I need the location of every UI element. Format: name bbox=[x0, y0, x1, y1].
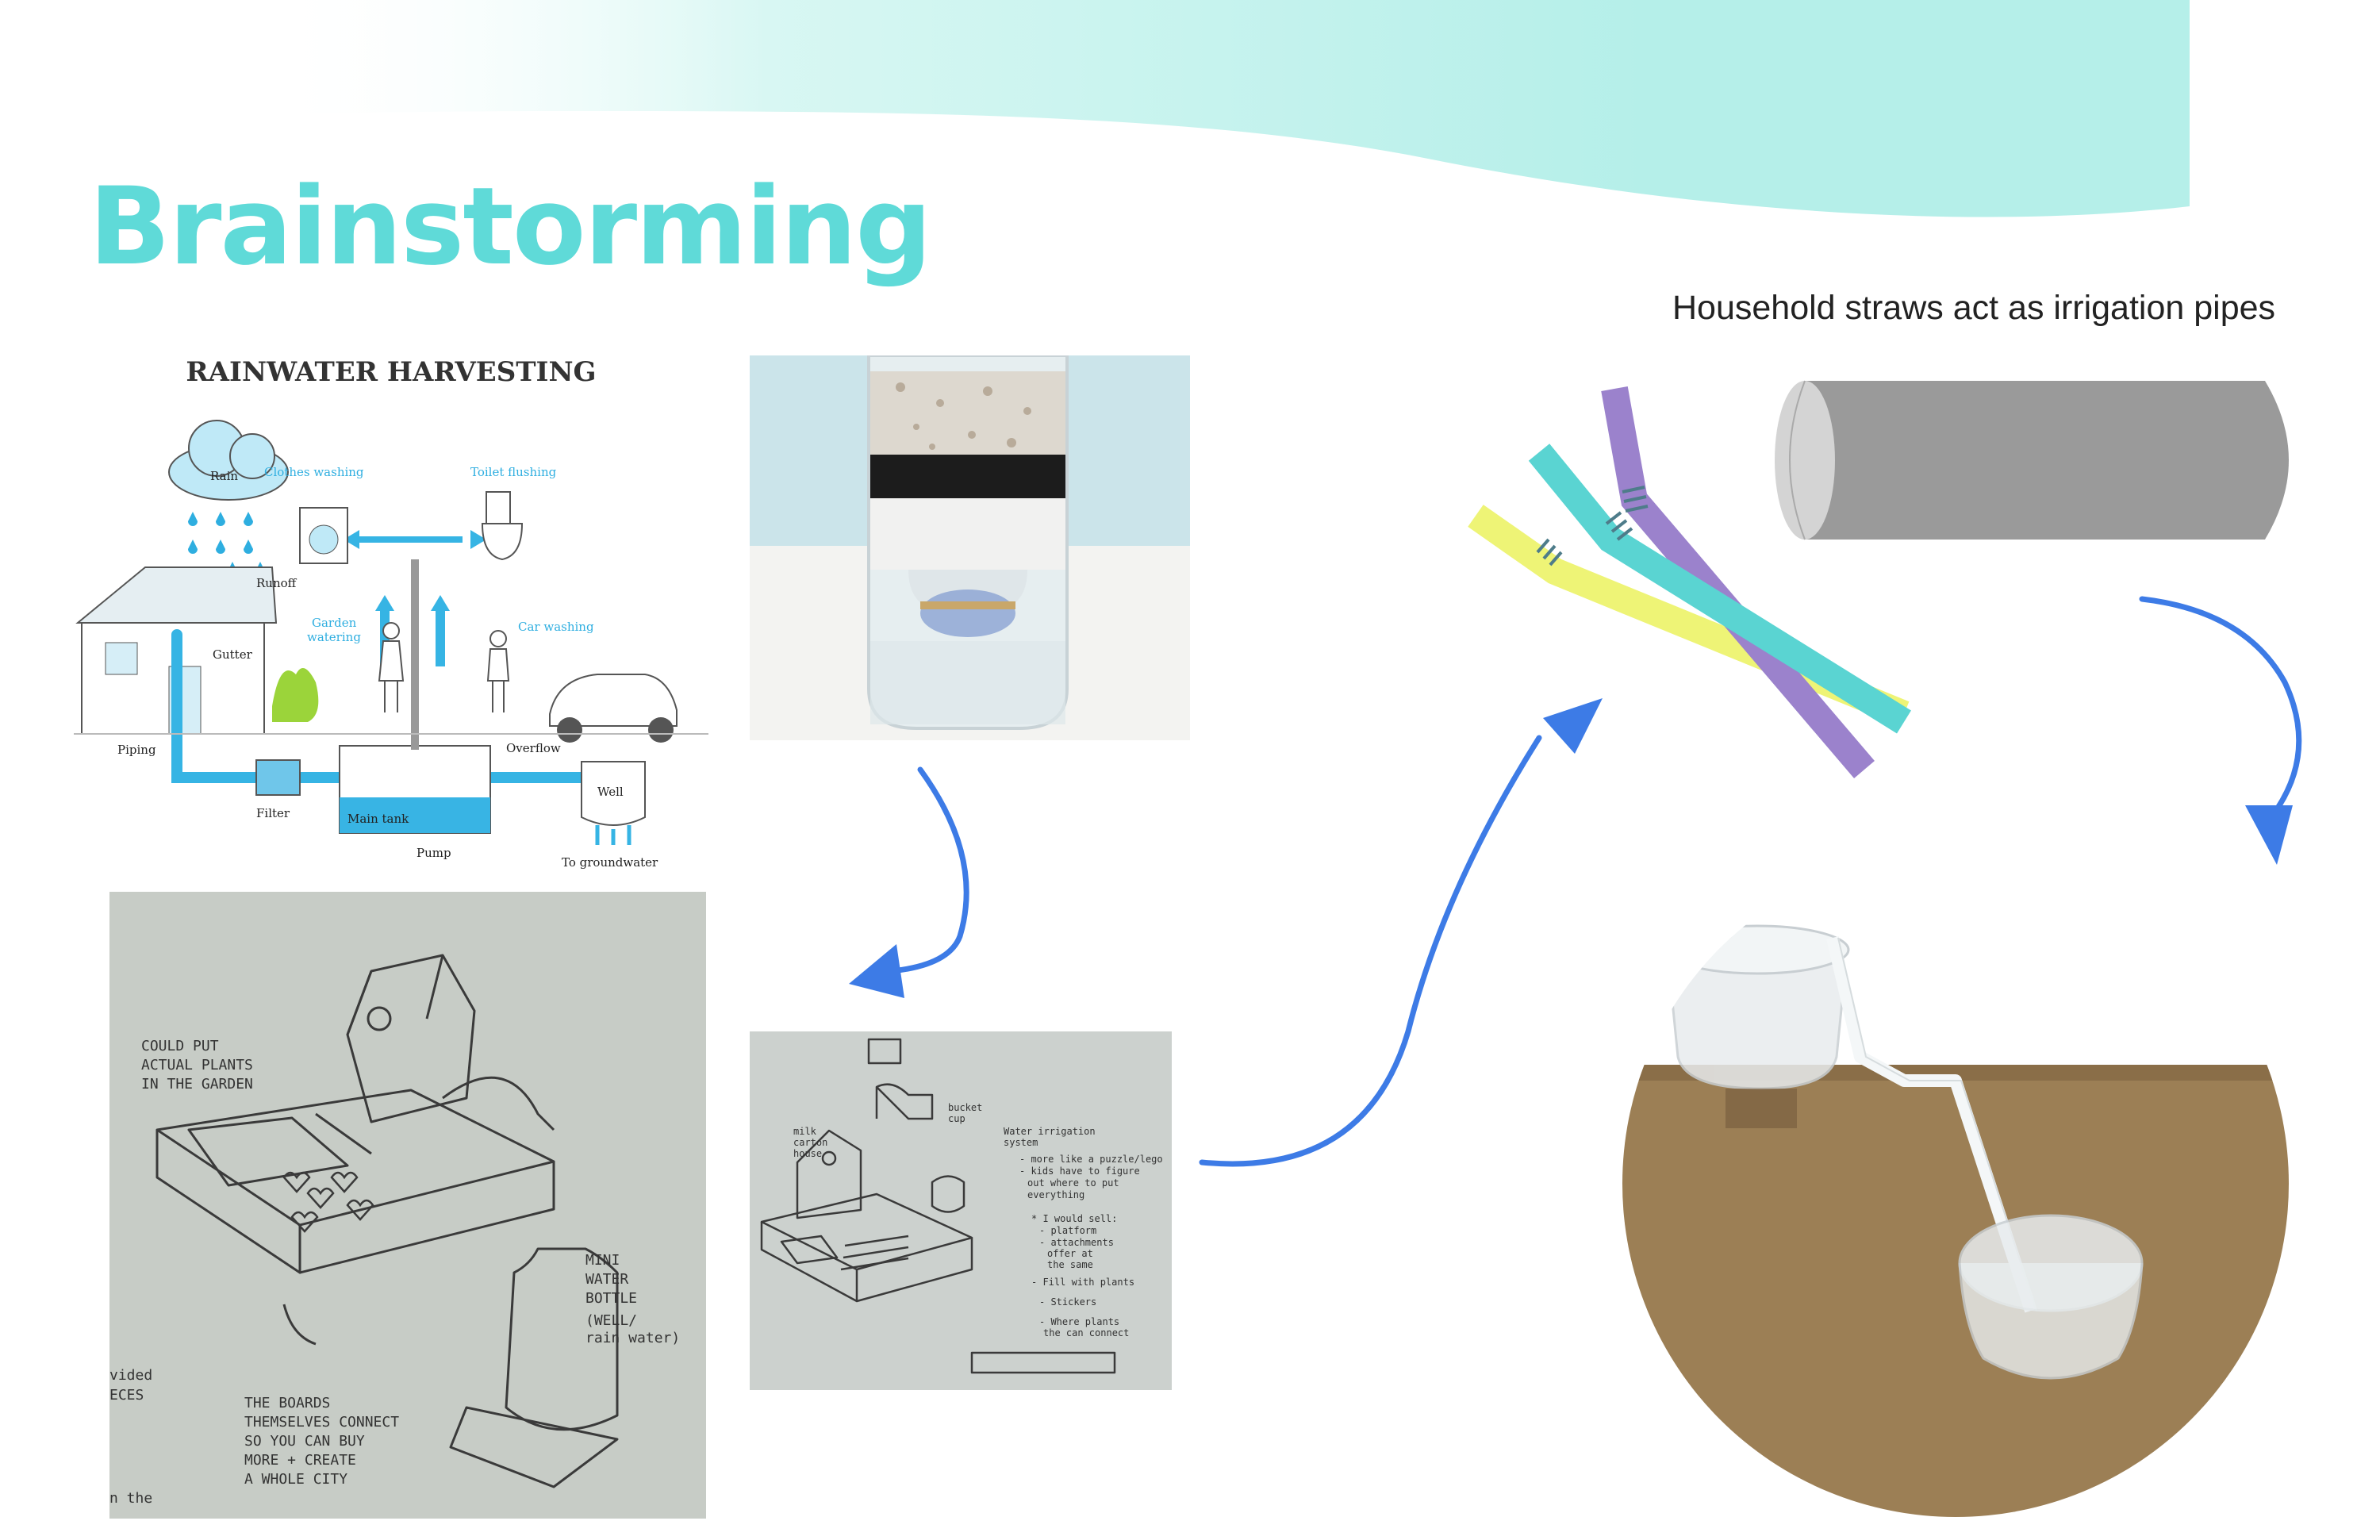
sketch1-right-3: BOTTLE bbox=[585, 1290, 637, 1307]
label-clothes: Clothes washing bbox=[264, 465, 364, 479]
sketch2-bullet-11: - Stickers bbox=[1039, 1296, 1096, 1308]
sketch2-bullet-1: - more like a puzzle/lego bbox=[1019, 1154, 1163, 1165]
cylinder-icon bbox=[1775, 380, 2289, 540]
sketch1-bottom-5: A WHOLE CITY bbox=[244, 1471, 347, 1488]
flow-arrow-icon bbox=[1199, 735, 1542, 1167]
sketch1-note-3: IN THE GARDEN bbox=[141, 1076, 253, 1093]
sketch1-right-1: MINI bbox=[585, 1252, 620, 1269]
label-runoff: Runoff bbox=[256, 576, 298, 590]
sketch2-bullet-4: everything bbox=[1027, 1189, 1084, 1200]
sketch1-left-1: vided bbox=[109, 1367, 152, 1384]
label-garden: Garden bbox=[312, 616, 357, 630]
sketch1-bottom-1: THE BOARDS bbox=[244, 1395, 330, 1411]
straws-caption: Household straws act as irrigation pipes bbox=[1672, 289, 2276, 327]
sketch2-note-a1: milk bbox=[793, 1126, 817, 1137]
label-overflow: Overflow bbox=[506, 741, 561, 755]
label-rain: Rain bbox=[210, 469, 238, 483]
sketch2-note-a3: house bbox=[793, 1148, 822, 1159]
sketch1-right-5: rain water) bbox=[585, 1330, 680, 1346]
label-car: Car washing bbox=[518, 620, 594, 634]
sketch2-bullet-13: the can connect bbox=[1043, 1327, 1129, 1338]
flow-arrow-icon bbox=[2139, 596, 2302, 812]
sketch2-bullet-3: out where to put bbox=[1027, 1177, 1119, 1189]
header-wave bbox=[0, 0, 2190, 217]
sketch1-right-4: (WELL/ bbox=[585, 1312, 637, 1329]
sketch2-note-b1: bucket bbox=[948, 1102, 982, 1113]
cloud-icon bbox=[168, 420, 289, 501]
sketch2-bullet-6: - platform bbox=[1039, 1225, 1096, 1236]
sketch1-bottom-4: MORE + CREATE bbox=[244, 1452, 356, 1469]
sketch1-left-3: n the bbox=[109, 1490, 152, 1507]
straws-icon bbox=[1468, 386, 1911, 779]
sketch2-note-a2: carton bbox=[793, 1137, 827, 1148]
sketch2-bullet-5: * I would sell: bbox=[1031, 1213, 1117, 1224]
label-well: Well bbox=[597, 785, 624, 799]
rainwater-heading: RAINWATER HARVESTING bbox=[186, 356, 596, 388]
label-main-tank: Main tank bbox=[347, 812, 409, 826]
sketch1-left-2: ECES bbox=[109, 1387, 144, 1404]
sketch2-bullet-9: the same bbox=[1047, 1259, 1093, 1270]
label-watering: watering bbox=[307, 630, 361, 644]
page-title: Brainstorming bbox=[89, 164, 932, 289]
rainwater-harvesting-diagram: RAINWATER HARVESTING Rain Runoff Gutter … bbox=[74, 349, 708, 873]
sketch1-bottom-3: SO YOU CAN BUY bbox=[244, 1433, 365, 1450]
label-filter: Filter bbox=[256, 806, 290, 820]
prototype-photo bbox=[1622, 851, 2289, 1517]
sketch2-bullet-8: offer at bbox=[1047, 1248, 1093, 1259]
sketch1-right-2: WATER bbox=[585, 1271, 628, 1288]
flow-arrow-icon bbox=[2245, 805, 2293, 865]
label-gutter: Gutter bbox=[213, 647, 253, 662]
sketch-irrigation-system: milk carton house bucket cup Water irrig… bbox=[750, 1031, 1172, 1390]
sketch2-bullet-2: - kids have to figure bbox=[1019, 1166, 1140, 1177]
sketch2-bullet-12: - Where plants bbox=[1039, 1316, 1119, 1327]
sketch2-note-b2: cup bbox=[948, 1113, 965, 1124]
sketch1-bottom-2: THEMSELVES CONNECT bbox=[244, 1414, 399, 1431]
label-groundwater: To groundwater bbox=[562, 855, 658, 870]
label-toilet: Toilet flushing bbox=[470, 465, 557, 479]
sketch1-note-1: COULD PUT bbox=[141, 1038, 219, 1054]
label-pump: Pump bbox=[416, 846, 451, 860]
sketch2-note-c1: Water irrigation bbox=[1004, 1126, 1096, 1137]
filter-bottle-photo bbox=[750, 355, 1190, 740]
sketch2-bullet-10: - Fill with plants bbox=[1031, 1277, 1134, 1288]
sketch2-bullet-7: - attachments bbox=[1039, 1237, 1114, 1248]
flow-arrow-icon bbox=[877, 766, 969, 975]
flow-arrow-icon bbox=[849, 944, 904, 998]
label-piping: Piping bbox=[117, 743, 156, 757]
sketch2-note-c2: system bbox=[1004, 1137, 1038, 1148]
sketch1-note-2: ACTUAL PLANTS bbox=[141, 1057, 253, 1073]
sketch-board-concept: COULD PUT ACTUAL PLANTS IN THE GARDEN MI… bbox=[109, 892, 706, 1519]
